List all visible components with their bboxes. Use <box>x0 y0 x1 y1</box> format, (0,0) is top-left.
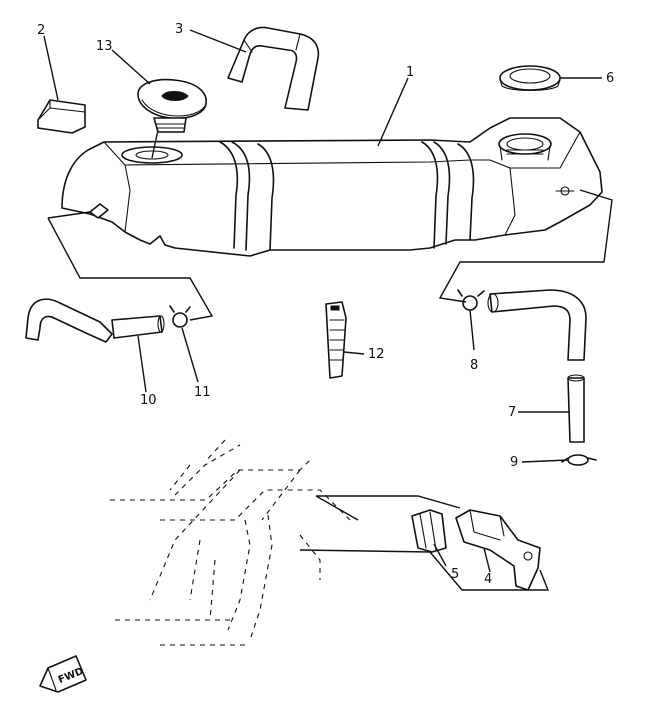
frame-outline <box>110 439 351 646</box>
callout-3: 3 <box>175 22 183 37</box>
bracket-connector-line <box>299 495 550 591</box>
cable-tie <box>325 301 347 379</box>
callout-11: 11 <box>194 385 211 400</box>
callout-7: 7 <box>508 405 516 420</box>
callout-1: 1 <box>406 65 414 80</box>
callout-9: 9 <box>510 455 518 470</box>
damper-part-5 <box>411 509 447 553</box>
gasket <box>499 65 561 92</box>
callout-5: 5 <box>451 567 459 582</box>
callout-10: 10 <box>140 393 157 408</box>
callout-12: 12 <box>368 347 385 362</box>
fuel-tank <box>61 117 603 257</box>
callout-13: 13 <box>96 39 113 54</box>
callout-8: 8 <box>470 358 478 373</box>
filler-cap <box>137 78 207 133</box>
hose-clip-11 <box>169 305 191 328</box>
breather-pipe <box>487 289 587 443</box>
callout-2: 2 <box>37 23 45 38</box>
fwd-arrow-badge: FWD <box>39 655 87 693</box>
callout-labels: 1 2 3 4 5 6 7 8 9 10 11 12 13 <box>37 22 614 587</box>
leader-lines <box>43 29 602 573</box>
rubber-strap <box>227 26 320 111</box>
callout-6: 6 <box>606 71 614 86</box>
callout-4: 4 <box>484 572 492 587</box>
fuel-hose <box>25 298 165 343</box>
bracket-part-4 <box>455 509 541 591</box>
damper-block <box>37 99 86 134</box>
hose-clip-8 <box>457 289 485 311</box>
reference-lines <box>47 189 613 321</box>
